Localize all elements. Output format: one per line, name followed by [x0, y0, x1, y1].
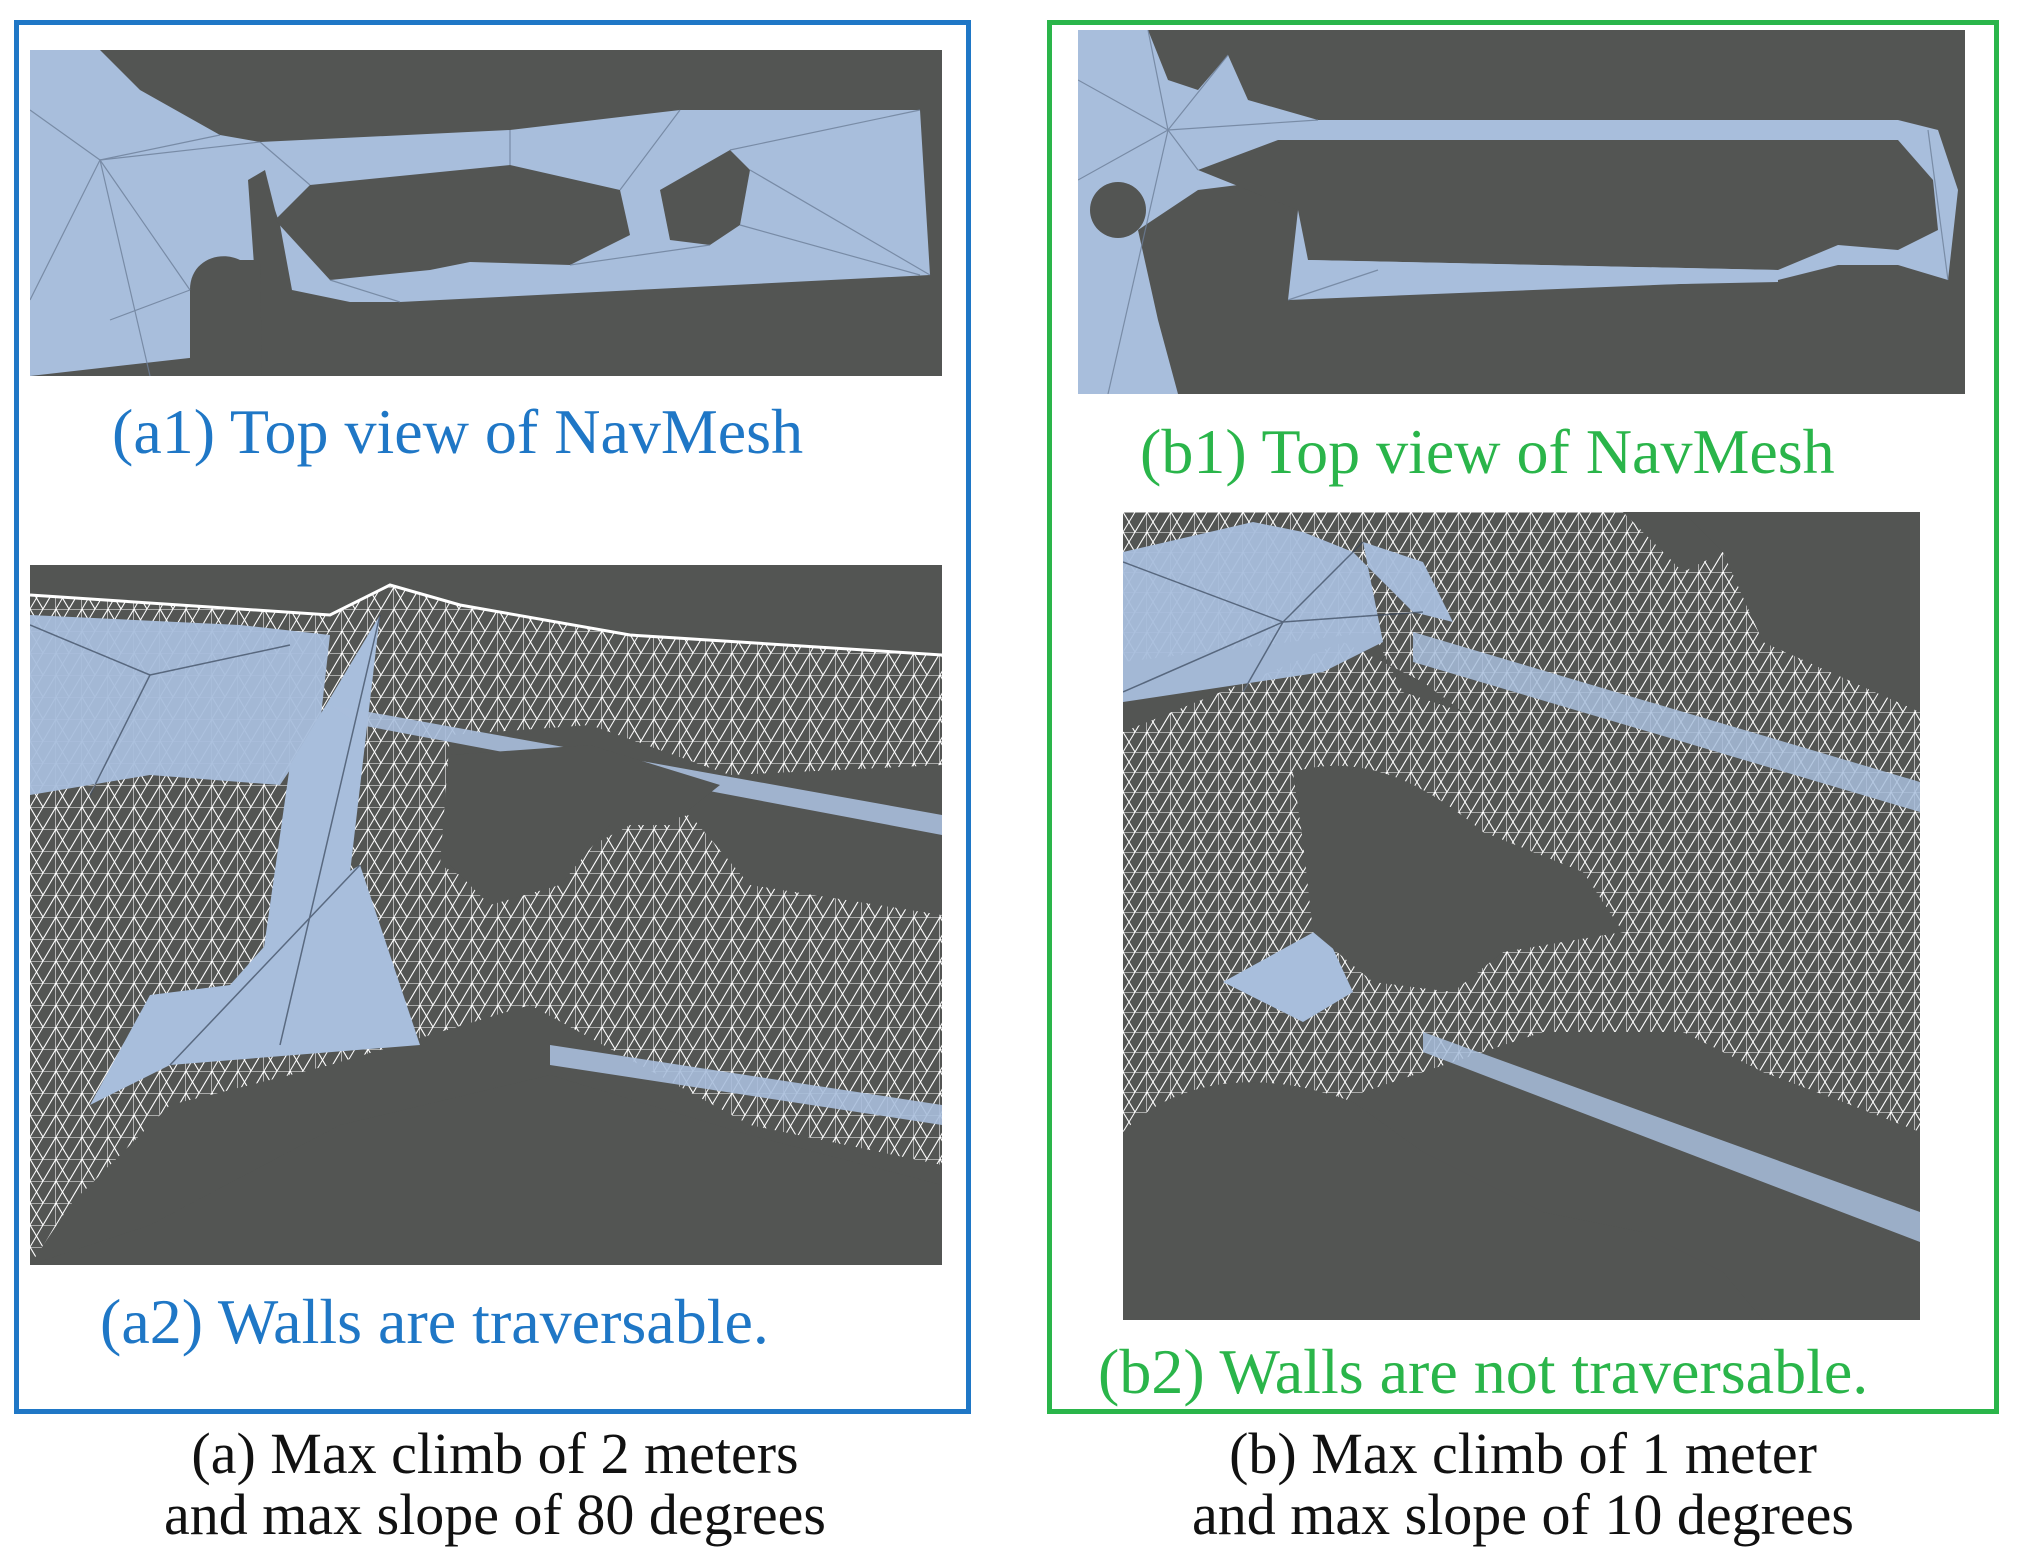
bottom-caption-b-line2: and max slope of 10 degrees: [1192, 1481, 1854, 1547]
navmesh-top-view-b: [1078, 30, 1965, 394]
bottom-caption-b: (b) Max climb of 1 meter and max slope o…: [1047, 1421, 1999, 1547]
bottom-caption-a-line1: (a) Max climb of 2 meters: [191, 1421, 799, 1486]
caption-b2: (b2) Walls are not traversable.: [1098, 1336, 1869, 1407]
panel-b-frame: [1047, 20, 1999, 1414]
panel-a-frame: [14, 20, 971, 1414]
wall-view-b: [1123, 512, 1920, 1320]
caption-a2: (a2) Walls are traversable.: [100, 1286, 769, 1357]
caption-b1: (b1) Top view of NavMesh: [1140, 416, 1835, 487]
caption-a1: (a1) Top view of NavMesh: [112, 396, 804, 467]
navmesh-top-view-a: [30, 50, 942, 376]
wall-view-a: [30, 565, 942, 1265]
bottom-caption-a-line2: and max slope of 80 degrees: [164, 1481, 826, 1547]
bottom-caption-a: (a) Max climb of 2 meters and max slope …: [20, 1421, 970, 1547]
bottom-caption-b-line1: (b) Max climb of 1 meter: [1229, 1421, 1817, 1486]
